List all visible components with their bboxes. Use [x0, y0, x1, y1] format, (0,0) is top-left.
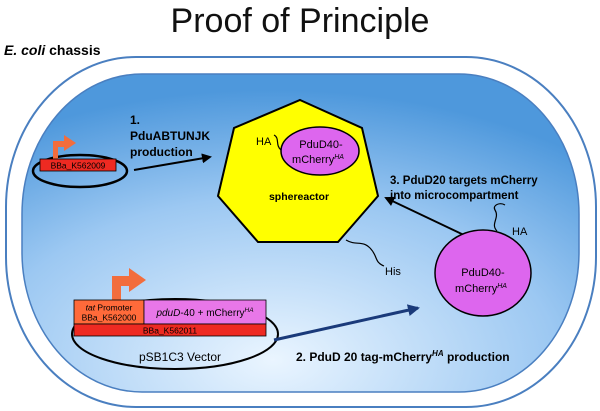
step-2-arrow — [273, 304, 420, 342]
plasmid-1-part-label: BBa_K562009 — [51, 161, 106, 171]
sphereactor: sphereactor PduD40- mCherryHA HA His — [216, 98, 401, 278]
free-protein: PduD40- mCherryHA HA — [434, 203, 532, 317]
sphereactor-ha-tag: HA — [256, 136, 272, 148]
page-title: Proof of Principle — [170, 2, 430, 40]
step-3-line1: 3. PduD20 targets mCherry — [390, 175, 538, 187]
step-3-arrow — [384, 196, 467, 237]
promoter-label: tat Promoter — [86, 303, 133, 313]
free-protein-ha-linker — [493, 203, 506, 232]
step-1-number: 1. — [130, 113, 140, 127]
step-1-line2: production — [130, 145, 193, 159]
plasmid-1-backbone — [31, 153, 129, 189]
vector-label: pSB1C3 Vector — [139, 350, 221, 364]
step-1-arrow — [133, 153, 212, 171]
sphereactor-label: sphereactor — [269, 191, 329, 203]
plasmid-2: tat Promoter BBa_K562000 pduD-40 + mCher… — [71, 268, 279, 370]
promoter-part-label: BBa_K562000 — [82, 313, 137, 323]
sphereactor-his-linker — [345, 239, 385, 267]
sphereactor-inner-protein — [280, 126, 360, 176]
step-1-label: 1. PduABTUNJK production — [130, 113, 210, 159]
plasmid-1: BBa_K562009 — [31, 135, 129, 189]
plasmid-1-part-box — [39, 158, 117, 172]
chassis-word: chassis — [49, 42, 101, 58]
step-2-label: 2. PduD 20 tag-mCherryHA production — [296, 349, 510, 364]
step-1-line1: PduABTUNJK — [130, 129, 210, 143]
promoter-arrow-2 — [112, 268, 146, 300]
free-protein-body — [434, 229, 532, 317]
plasmid-2-part-label: BBa_K562011 — [143, 326, 197, 336]
free-protein-ha-tag: HA — [512, 226, 528, 238]
chassis-label: E. coli chassis — [4, 42, 101, 58]
chassis-organism: E. coli — [4, 42, 46, 58]
free-protein-line1: PduD40- — [461, 267, 505, 279]
step-3-line2: into microcompartment — [390, 190, 519, 202]
gene-box — [143, 299, 267, 325]
sphereactor-inner-line2: mCherryHA — [292, 154, 344, 166]
sphereactor-ha-linker — [273, 134, 282, 151]
promoter-arrow-1 — [53, 135, 76, 159]
sphereactor-inner-line1: PduD40- — [299, 139, 343, 151]
plasmid-2-backbone — [71, 298, 279, 370]
gene-label: pduD-40 + mCherryHA — [155, 307, 253, 319]
sphereactor-his-tag: His — [385, 266, 401, 278]
plasmid-2-part-box — [73, 323, 267, 337]
free-protein-line2: mCherryHA — [455, 283, 507, 295]
